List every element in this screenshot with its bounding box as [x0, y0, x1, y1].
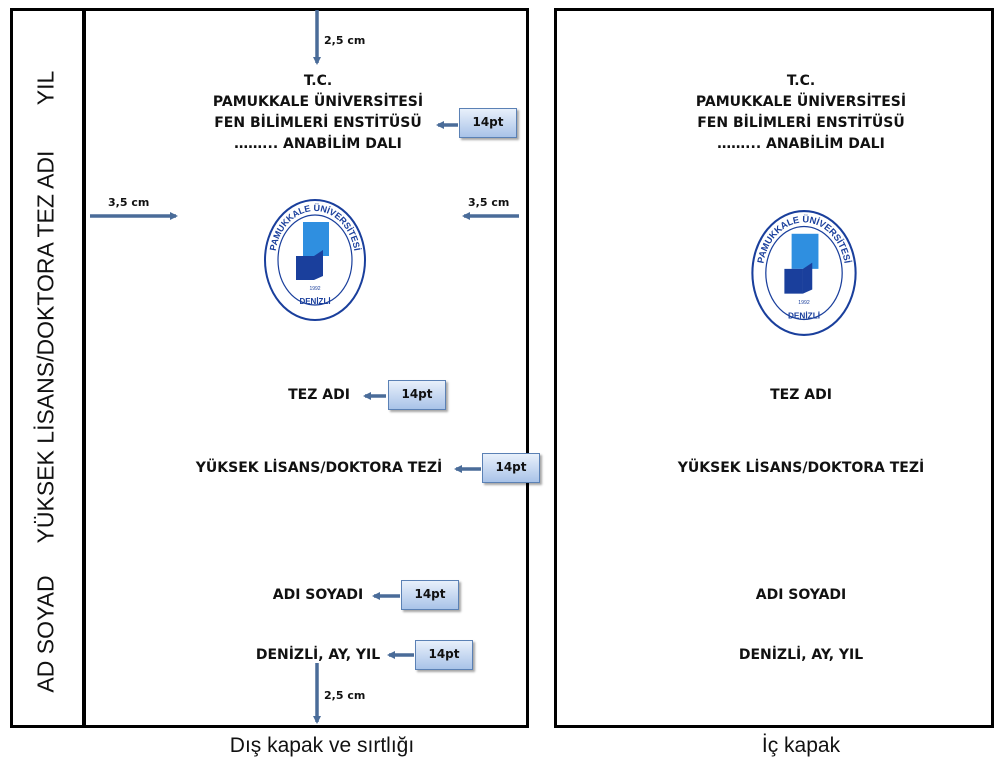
inner-cover-frame	[554, 8, 994, 728]
outer-thesis-title: TEZ ADI	[288, 387, 350, 403]
inner-header-line3: FEN BİLİMLERİ ENSTİTÜSÜ	[697, 115, 905, 131]
tag-header-size: 14pt	[459, 108, 517, 138]
logo-shape-dark-side	[314, 250, 323, 280]
outer-place-date: DENİZLİ, AY, YIL	[255, 647, 381, 663]
inner-header-line2: PAMUKKALE ÜNİVERSİTESİ	[695, 94, 907, 110]
logo-text-bottom: DENİZLİ	[788, 310, 820, 320]
outer-header-line3: FEN BİLİMLERİ ENSTİTÜSÜ	[214, 115, 422, 131]
university-logo-inner: PAMUKKALE ÜNİVERSİTESİ 1992 DENİZLİ	[751, 210, 857, 336]
inner-header: T.C. PAMUKKALE ÜNİVERSİTESİ FEN BİLİMLER…	[696, 71, 906, 155]
label-right-margin: 3,5 cm	[468, 196, 510, 209]
inner-header-line4: ……... ANABİLİM DALI	[717, 136, 885, 152]
inner-place-date: DENİZLİ, AY, YIL	[738, 647, 864, 663]
tag-degree-size: 14pt	[482, 453, 540, 483]
logo-shape-dark	[784, 268, 803, 294]
inner-degree: YÜKSEK LİSANS/DOKTORA TEZİ	[677, 460, 925, 476]
logo-text-bottom: DENİZLİ	[299, 297, 330, 306]
label-bottom-margin: 2,5 cm	[324, 689, 366, 702]
inner-header-line1: T.C.	[786, 73, 816, 89]
logo-shape-light	[791, 233, 819, 269]
inner-author: ADI SOYADI	[755, 587, 847, 603]
logo-shape-dark	[296, 256, 314, 280]
outer-header-line2: PAMUKKALE ÜNİVERSİTESİ	[212, 94, 424, 110]
outer-header-line4: ……... ANABİLİM DALI	[234, 136, 402, 152]
label-top-margin: 2,5 cm	[324, 34, 366, 47]
inner-thesis-title: TEZ ADI	[770, 387, 832, 403]
outer-header-line1: T.C.	[303, 73, 333, 89]
logo-shape-light	[303, 222, 329, 256]
outer-degree: YÜKSEK LİSANS/DOKTORA TEZİ	[195, 460, 443, 476]
tag-author-size: 14pt	[401, 580, 459, 610]
tag-title-size: 14pt	[388, 380, 446, 410]
caption-outer-cover: Dış kapak ve sırtlığı	[229, 734, 415, 757]
outer-author: ADI SOYADI	[272, 587, 364, 603]
label-left-margin: 3,5 cm	[108, 196, 150, 209]
logo-shape-dark-side	[802, 262, 813, 294]
spine-divider	[82, 8, 86, 728]
tag-place-size: 14pt	[415, 640, 473, 670]
outer-header: T.C. PAMUKKALE ÜNİVERSİTESİ FEN BİLİMLER…	[213, 71, 423, 155]
logo-year: 1992	[798, 300, 810, 306]
university-logo-outer: PAMUKKALE ÜNİVERSİTESİ 1992 DENİZLİ	[264, 199, 366, 321]
caption-inner-cover: İç kapak	[761, 734, 841, 757]
logo-year: 1992	[309, 286, 320, 292]
